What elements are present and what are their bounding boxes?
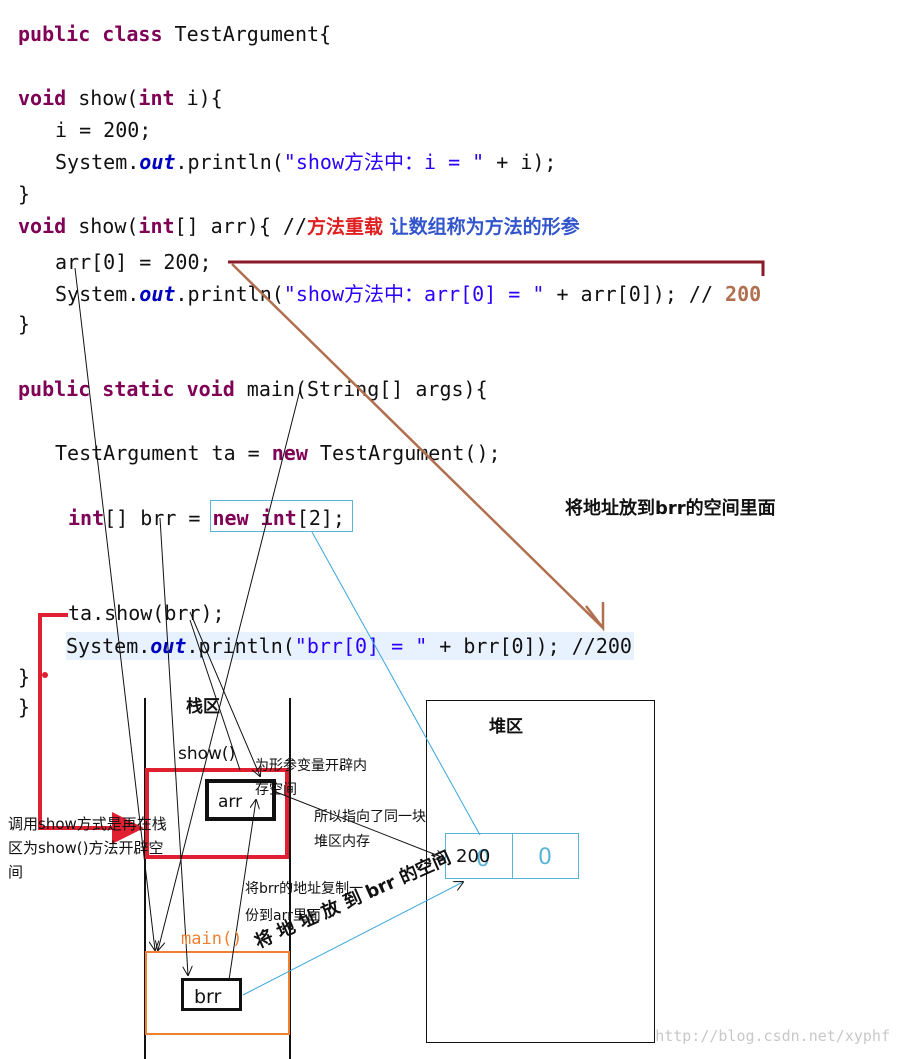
code-keyword: int (260, 506, 297, 530)
code-line-class-decl: public class TestArgument{ (18, 22, 331, 46)
heap-cell-1-value: 0 (538, 845, 552, 870)
red-call-bracket (38, 613, 144, 844)
code-text: main(String[] args){ (234, 377, 488, 401)
code-keyword: public static void (18, 377, 235, 401)
code-text: .println( (175, 282, 284, 306)
main-frame-label: main() (181, 929, 243, 949)
code-line-print-arr: System.out.println("show方法中：arr[0] = " +… (55, 282, 761, 306)
show-frame-label: show() (178, 744, 236, 764)
code-text: + arr[0]); // (544, 282, 726, 306)
stack-right-wall (289, 698, 291, 1059)
code-line-close-brace: } (18, 312, 31, 336)
code-line-close-brace: } (18, 695, 31, 719)
code-keyword: new (271, 441, 308, 465)
comment-result-200: 200 (725, 282, 762, 306)
code-text: [] brr = (104, 506, 213, 530)
code-text: show( (66, 86, 139, 110)
code-string: "brr[0] = " (294, 634, 428, 658)
code-line-show-int: void show(int i){ (18, 86, 223, 110)
heap-cell-0-old-value: 0 (476, 847, 490, 872)
code-keyword: public class (18, 22, 163, 46)
arrow-args-to-show (158, 389, 301, 950)
code-keyword: void (18, 214, 67, 238)
arrow-arr-to-main (74, 267, 155, 950)
code-static-field: out (139, 282, 176, 306)
code-text: System. (55, 150, 140, 174)
heap-cell-1 (512, 833, 579, 879)
brown-arrow-head (585, 602, 605, 632)
arrow-brr-call-to-brr (189, 611, 260, 776)
note-copy-addr: 将brr的地址复制一 份到arr里面 (245, 881, 364, 924)
new-int-highlight-box (210, 500, 353, 532)
main-stack-frame (145, 951, 290, 1035)
code-line-close-brace: } (18, 665, 31, 689)
brr-variable-box (181, 978, 242, 1011)
code-text: [2]; (296, 506, 345, 530)
brown-arrow (231, 263, 604, 629)
code-text: i){ (174, 86, 223, 110)
note-alloc-param: 为形参变量开辟内 存空间 (255, 758, 367, 798)
code-line-assign-i: i = 200; (55, 118, 152, 142)
code-static-field: out (139, 150, 176, 174)
comment-array-param: 让数组称为方法的形参 (383, 216, 580, 238)
note-same-block: 所以指向了同一块 堆区内存 (314, 809, 426, 850)
code-text: System. (66, 634, 151, 658)
blue-new-line (311, 531, 481, 836)
code-string: "show方法中：i = " (283, 150, 485, 174)
heap-cell-0-value: 200 (456, 846, 491, 867)
blue-brr-line (242, 882, 463, 996)
code-keyword: int (68, 506, 105, 530)
code-text: + brr[0]); //200 (427, 634, 632, 658)
brr-label: brr (194, 986, 222, 1008)
code-text: show( (66, 214, 139, 238)
code-text: [] arr){ // (174, 214, 307, 238)
code-keyword: new (212, 506, 249, 530)
arrow-brrbox-to-arr (228, 800, 256, 981)
code-line-call-show: ta.show(brr); (68, 601, 225, 625)
dark-red-bracket-line (228, 260, 765, 276)
code-keyword: int (138, 86, 175, 110)
stack-left-wall (144, 698, 146, 1059)
arrow-arr-to-heap (275, 791, 444, 858)
heap-title: 堆区 (489, 717, 523, 737)
code-text: TestArgument(); (307, 441, 501, 465)
show-stack-frame (145, 768, 289, 859)
code-text: + i); (484, 150, 557, 174)
code-line-assign-arr: arr[0] = 200; (55, 250, 212, 274)
arrow-brr-to-brrbox (159, 517, 188, 975)
code-line-show-arr: void show(int[] arr){ //方法重载 让数组称为方法的形参 (18, 214, 580, 239)
code-line-new-ta: TestArgument ta = new TestArgument(); (55, 441, 501, 465)
arrow-ta-to-arr (189, 619, 241, 771)
code-text: TestArgument ta = (55, 441, 272, 465)
code-string: "show方法中：arr[0] = " (283, 282, 545, 306)
code-line-main-decl: public static void main(String[] args){ (18, 377, 488, 401)
arr-label: arr (218, 792, 243, 812)
code-keyword: void (18, 86, 67, 110)
code-text: .println( (175, 150, 284, 174)
watermark: http://blog.csdn.net/xyphf (655, 1027, 890, 1045)
code-keyword: int (138, 214, 175, 238)
code-text: System. (55, 282, 140, 306)
code-line-print-i: System.out.println("show方法中：i = " + i); (55, 150, 556, 174)
code-text: TestArgument{ (162, 22, 332, 46)
comment-overload: 方法重载 (307, 216, 384, 238)
arr-variable-box (205, 779, 276, 821)
stack-title: 栈区 (186, 697, 220, 717)
code-line-new-brr: int[] brr = new int[2]; (68, 506, 345, 530)
code-line-print-brr: System.out.println("brr[0] = " + brr[0])… (66, 632, 634, 660)
note-addr-to-brr: 将地址放到brr的空间里面 (565, 498, 776, 519)
heap-region (426, 700, 655, 1043)
code-line-close-brace: } (18, 182, 31, 206)
note-call-show: 调用show方式是再在栈 区为show()方法开辟空 间 (8, 815, 167, 881)
